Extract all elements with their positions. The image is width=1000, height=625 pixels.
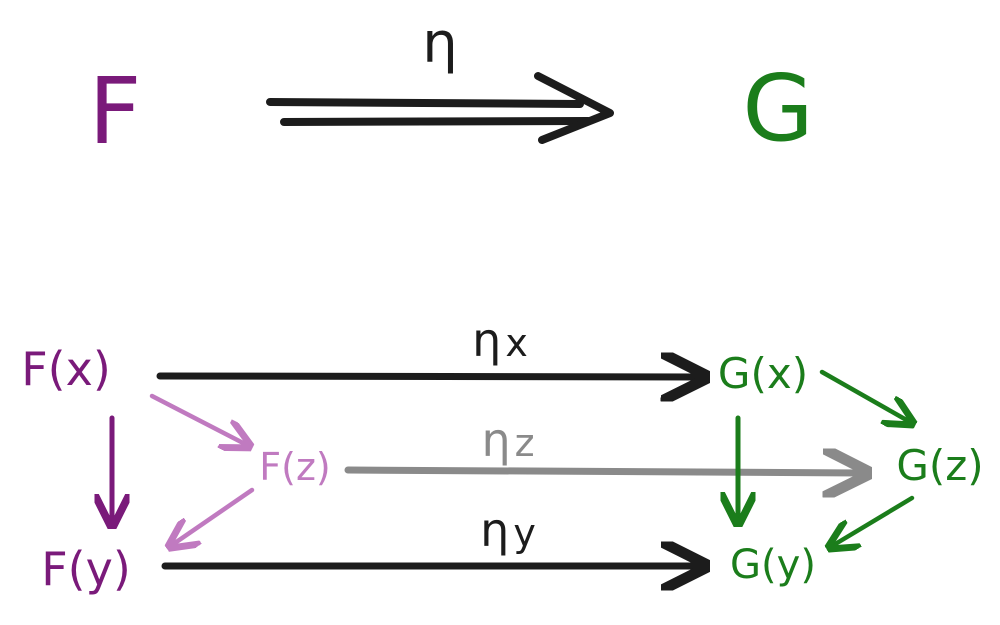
arrow-Fx-to-Fz <box>149 393 247 445</box>
node-Gy: G(y) <box>730 542 816 588</box>
double-arrow-eta <box>266 72 614 144</box>
arrow-Fz-to-Fy <box>172 487 255 545</box>
arrow-eta-z <box>344 470 862 473</box>
node-Fy: F(y) <box>41 542 131 596</box>
functor-G-label: G <box>742 55 813 162</box>
functor-F-label: F <box>89 58 142 165</box>
arrow-Gz-to-Gy <box>832 495 915 546</box>
arrow-eta-x <box>156 376 700 377</box>
eta-label: η <box>422 11 458 76</box>
node-Fx: F(x) <box>21 342 111 396</box>
arrow-Gx-to-Gz <box>819 369 910 422</box>
node-Gx: G(x) <box>718 349 808 398</box>
node-Fz: F(z) <box>259 445 330 489</box>
node-Gz: G(z) <box>896 441 983 490</box>
